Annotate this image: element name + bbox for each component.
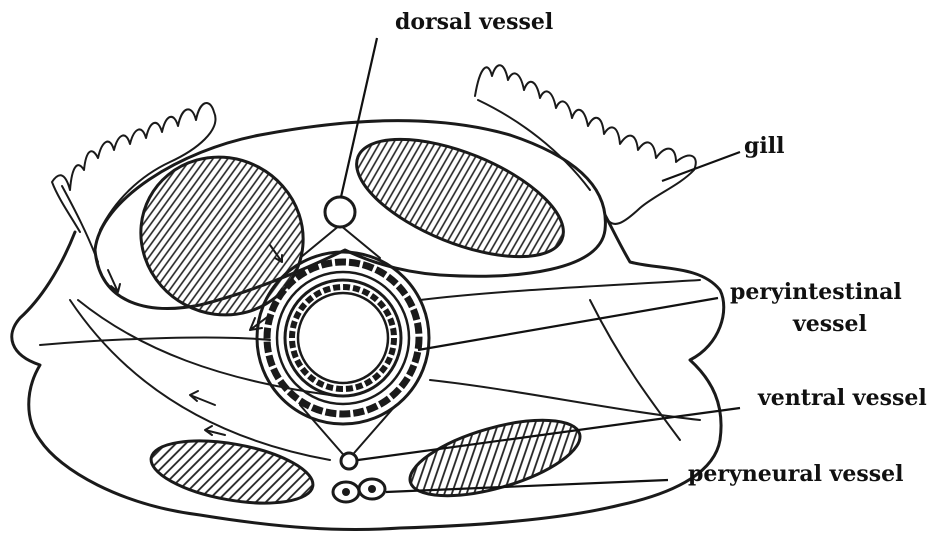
leader-peryintestinal	[418, 298, 718, 350]
label-dorsal-vessel: dorsal vessel	[395, 10, 553, 35]
leader-gill	[662, 152, 740, 181]
label-ventral-vessel: ventral vessel	[758, 386, 927, 411]
label-gill: gill	[744, 134, 784, 159]
septum-left	[40, 338, 270, 345]
dorsal-vessel	[325, 197, 355, 227]
ventral-muscle-right	[402, 405, 588, 511]
label-peryintestinal-vessel-line1: peryintestinal	[730, 280, 902, 305]
flow-arrow-2	[190, 391, 215, 405]
label-peryneural-vessel: peryneural vessel	[688, 462, 904, 487]
ventral-muscle-left	[146, 430, 317, 514]
intestine	[257, 252, 429, 424]
peryneural-vessel	[333, 479, 385, 502]
label-peryintestinal-vessel-line2: vessel	[793, 312, 867, 337]
septum-right-upper	[420, 280, 700, 300]
ventral-vessel	[341, 453, 357, 469]
